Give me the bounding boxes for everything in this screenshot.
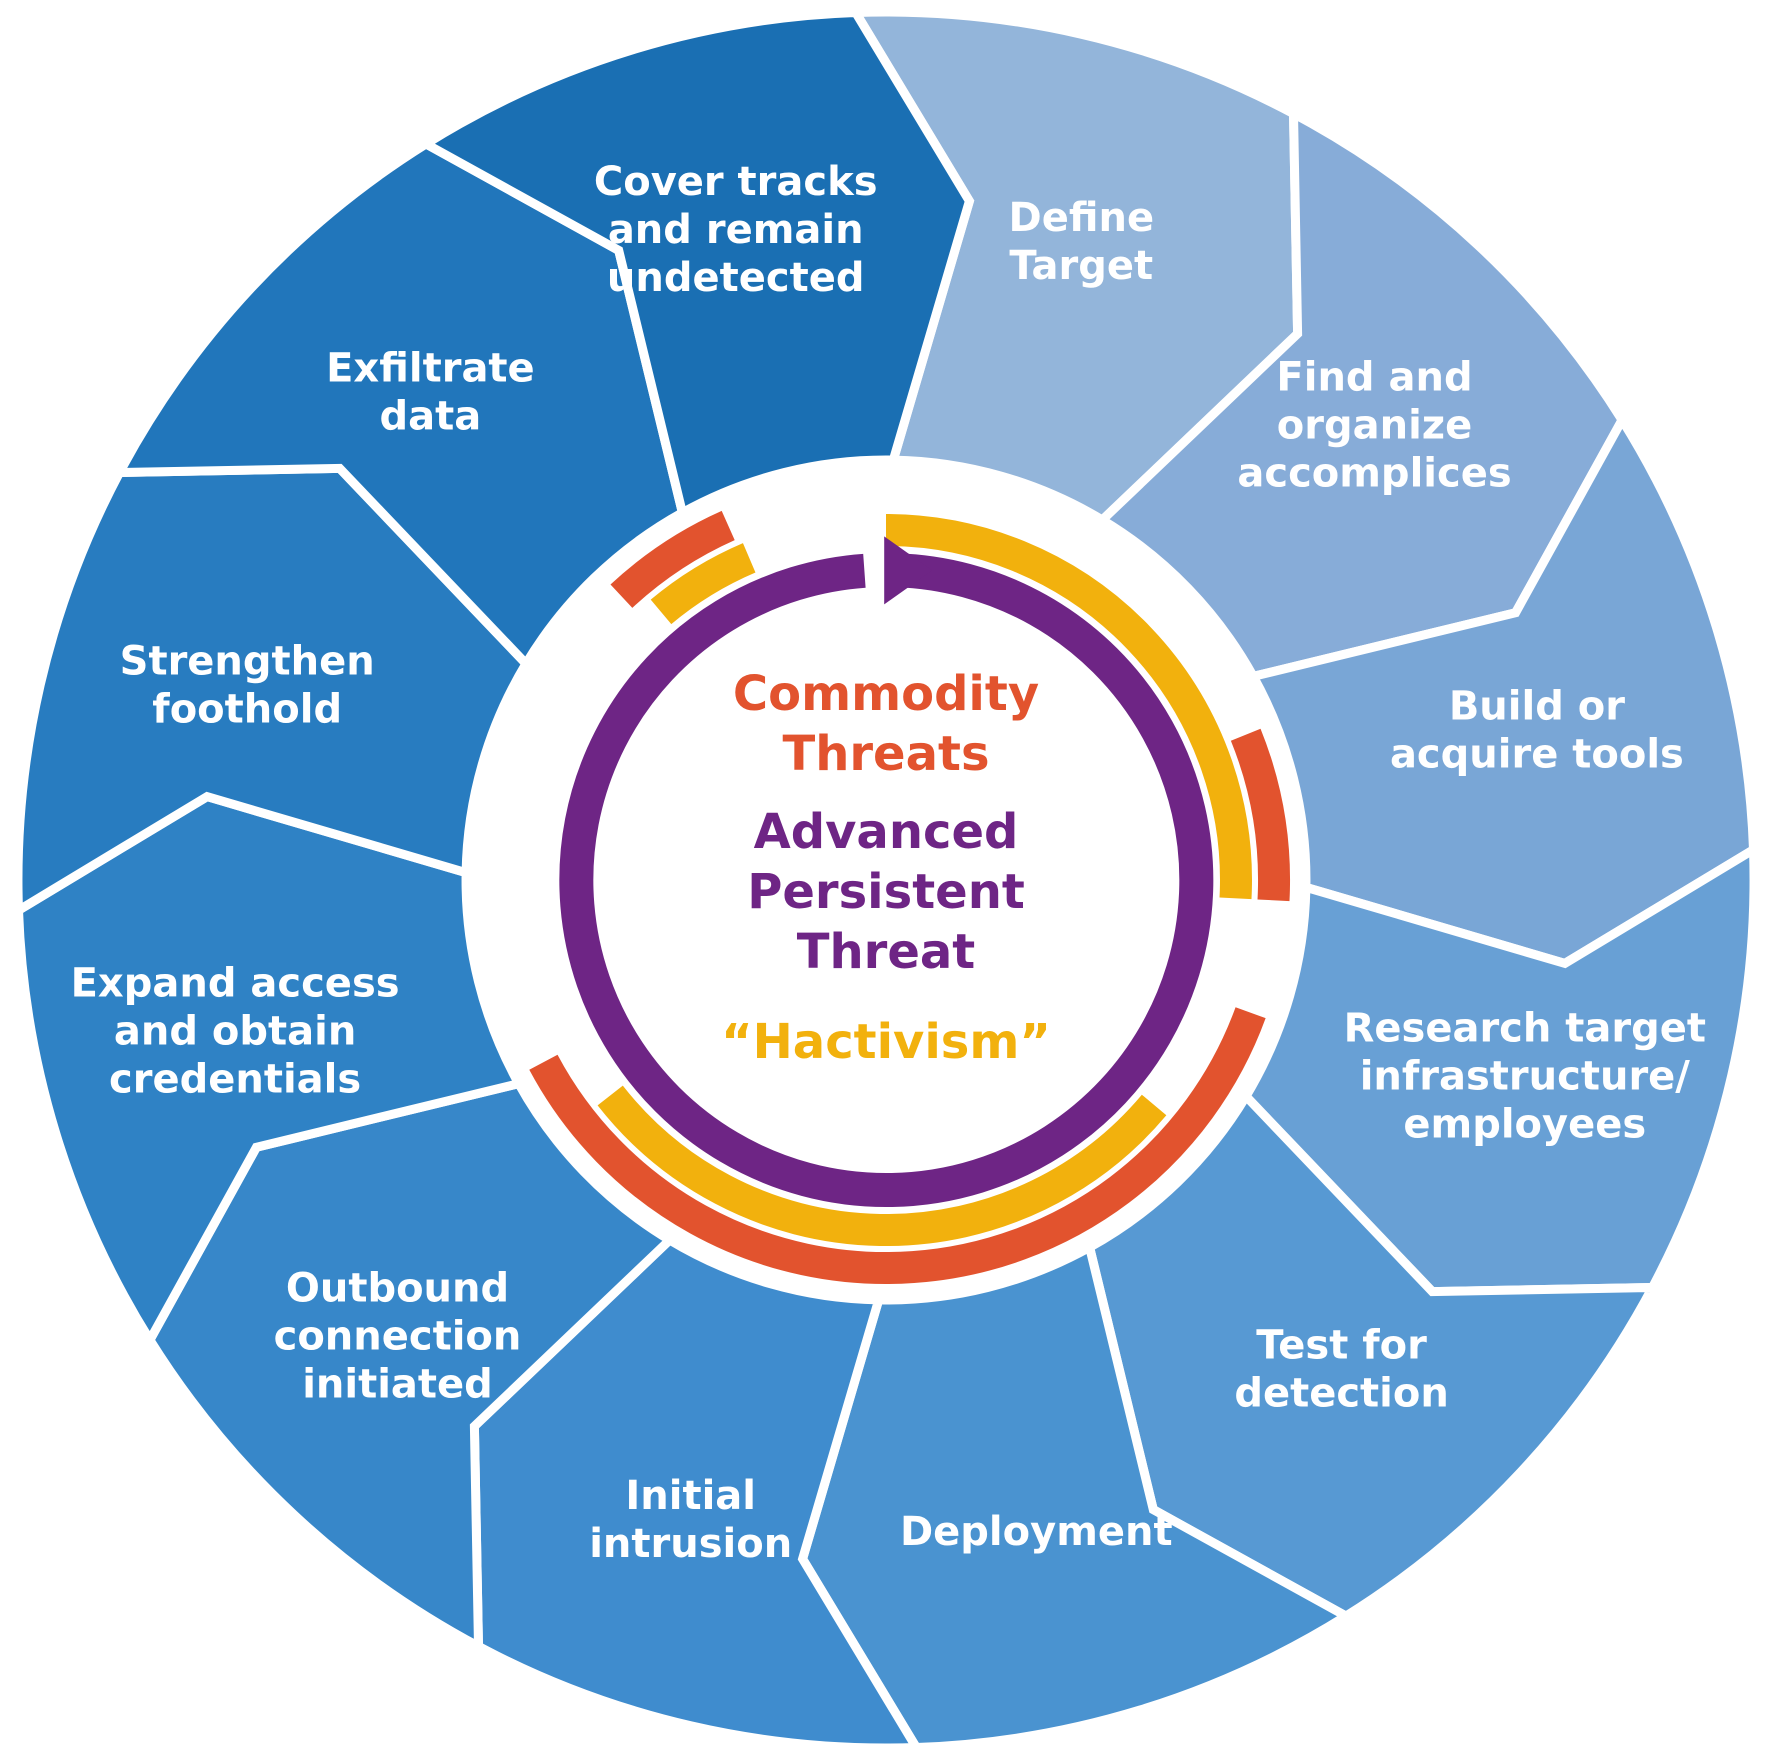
stage-label-line: accomplices [1237, 450, 1511, 496]
commodity-threats-label: Commodity [733, 666, 1039, 722]
stage-label-line: Cover tracks [594, 159, 878, 205]
stage-label-line: intrusion [589, 1521, 792, 1567]
stage-segments [13, 7, 1759, 1753]
apt-ring [559, 553, 1214, 1208]
stage-label-line: Test for [1256, 1323, 1427, 1369]
stage-label-line: Find and [1276, 354, 1472, 400]
stage-label-line: Expand access [71, 960, 400, 1006]
apt-arrowhead [884, 536, 933, 605]
inner-disc [472, 466, 1300, 1294]
stage-label-line: acquire tools [1390, 732, 1684, 778]
stage-label-line: Deployment [900, 1509, 1173, 1555]
stage-label-line: connection [274, 1314, 522, 1360]
commodity-arc-upper-left [610, 510, 735, 609]
stage-segment-cover-tracks [417, 7, 975, 520]
threat-arcs [529, 510, 1290, 1285]
apt-label: Persistent [747, 864, 1025, 920]
stage-label-line: initiated [302, 1362, 493, 1408]
stage-label-line: Define [1009, 195, 1155, 241]
stage-label-line: organize [1277, 402, 1472, 448]
apt-label: Advanced [754, 804, 1019, 860]
stage-label-line: and obtain [114, 1008, 356, 1054]
hactivism-label: “Hactivism” [721, 1014, 1051, 1070]
stage-label-line: Strengthen [120, 639, 375, 685]
stage-label-line: Research target [1344, 1005, 1706, 1051]
stage-label-line: foothold [152, 687, 342, 733]
stage-label-line: Exfiltrate [326, 346, 535, 392]
commodity-arc-right [1230, 728, 1290, 902]
commodity-arc-lower [529, 1007, 1266, 1285]
commodity-threats-label: Threats [782, 726, 989, 782]
stage-label-line: Outbound [286, 1266, 509, 1312]
stage-label-line: undetected [607, 255, 865, 301]
stage-label-line: data [380, 394, 482, 440]
stage-label-line: Initial [625, 1473, 756, 1519]
stage-label-line: infrastructure/ [1360, 1053, 1691, 1099]
apt-label: Threat [797, 924, 975, 980]
stage-label-line: credentials [109, 1056, 361, 1102]
hactivism-arc-upper-left [650, 543, 756, 625]
stage-label-line: Build or [1449, 684, 1625, 730]
stage-label-line: and remain [608, 207, 864, 253]
stage-label-line: Target [1009, 243, 1153, 289]
center-legend: CommodityThreatsAdvancedPersistentThreat… [721, 666, 1051, 1070]
stage-label-line: employees [1403, 1101, 1646, 1147]
stage-label-line: detection [1234, 1371, 1449, 1417]
hactivism-arc-upper-right [885, 514, 1252, 900]
hactivism-arc-lower [597, 1085, 1167, 1246]
stage-label-deployment: Deployment [900, 1509, 1173, 1555]
